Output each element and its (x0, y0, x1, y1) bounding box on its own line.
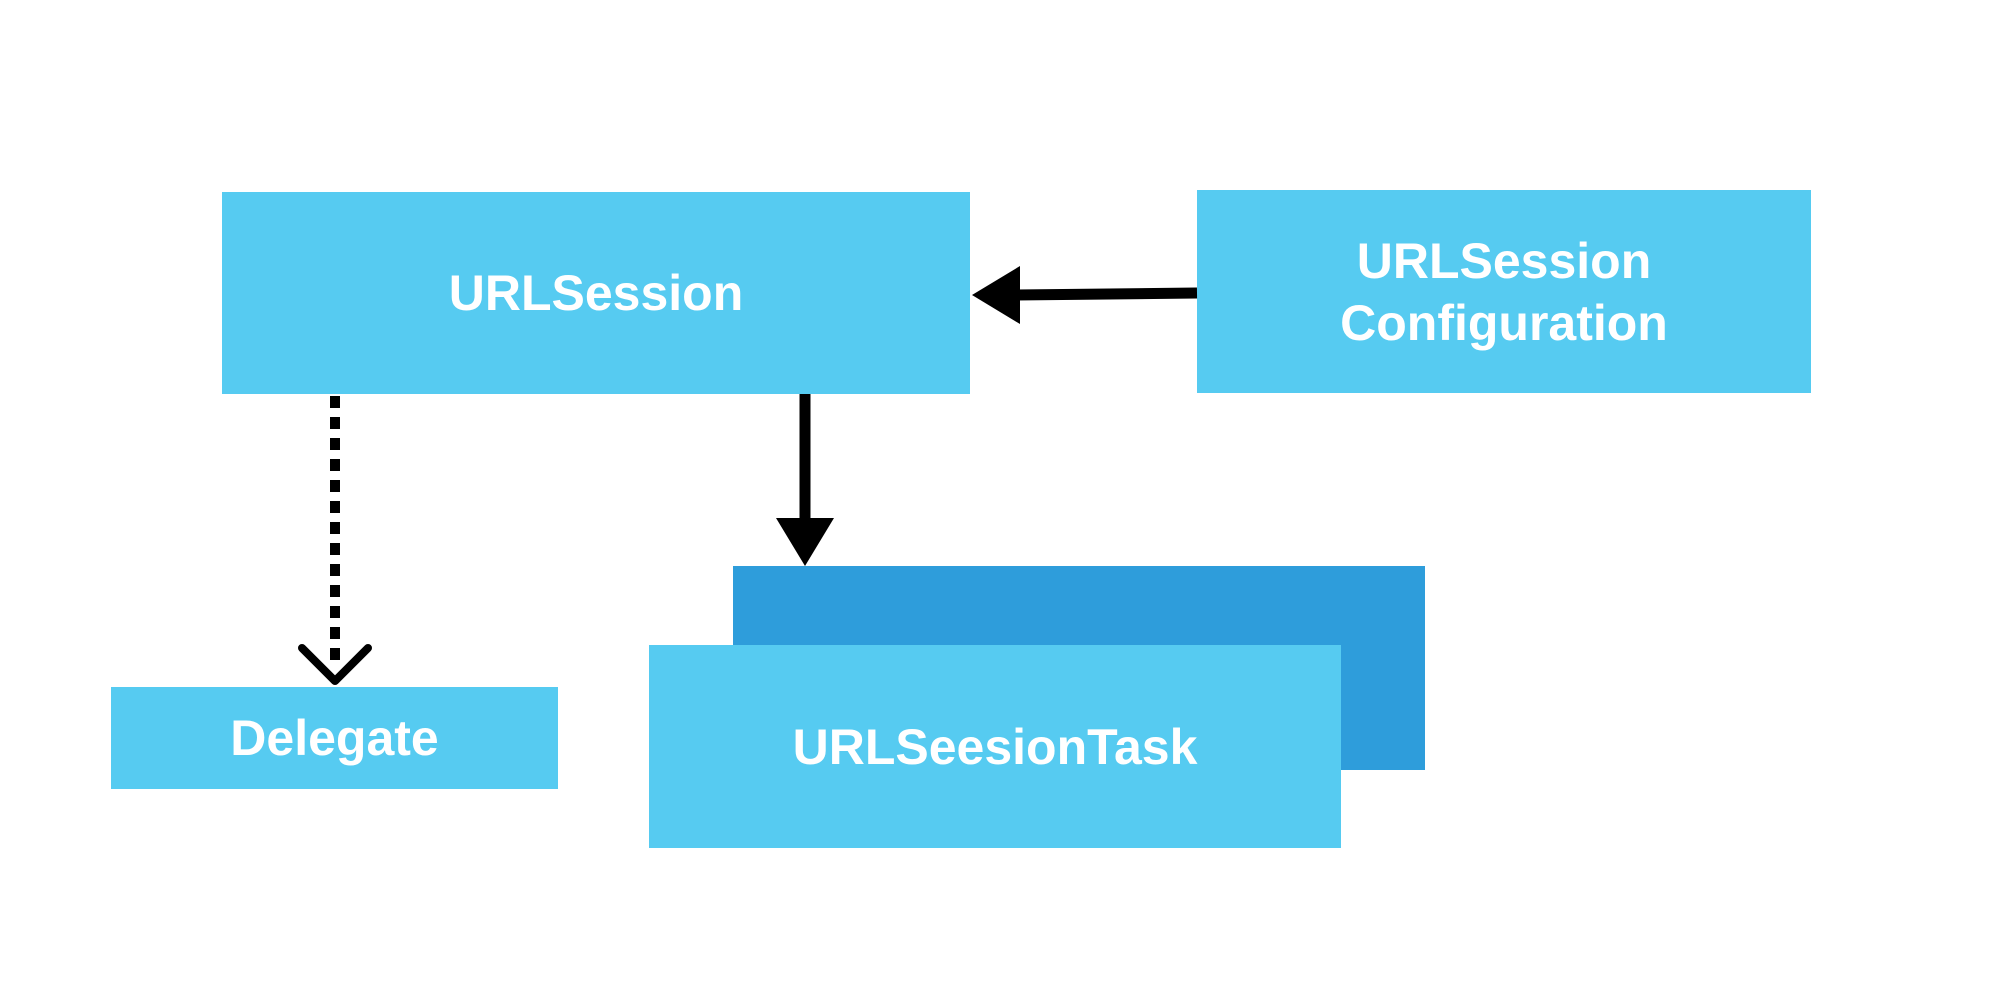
configuration-label-line2: Configuration (1340, 294, 1668, 351)
session-to-task-arrowhead (776, 518, 834, 566)
url-session-task-node: URLSeesionTask (649, 645, 1341, 848)
url-session-configuration-node: URLSession Configuration (1197, 190, 1811, 393)
configuration-label-line1: URLSession (1356, 232, 1652, 289)
delegate-label: Delegate (230, 710, 439, 766)
configuration-to-session-arrowhead (972, 266, 1020, 324)
url-session-label: URLSession (448, 265, 744, 321)
session-to-delegate-chevron-head (298, 644, 372, 685)
url-session-node: URLSession (222, 192, 970, 394)
delegate-node: Delegate (111, 687, 558, 789)
url-session-task-label: URLSeesionTask (792, 718, 1198, 775)
configuration-to-session-arrow-line (1014, 287, 1198, 301)
